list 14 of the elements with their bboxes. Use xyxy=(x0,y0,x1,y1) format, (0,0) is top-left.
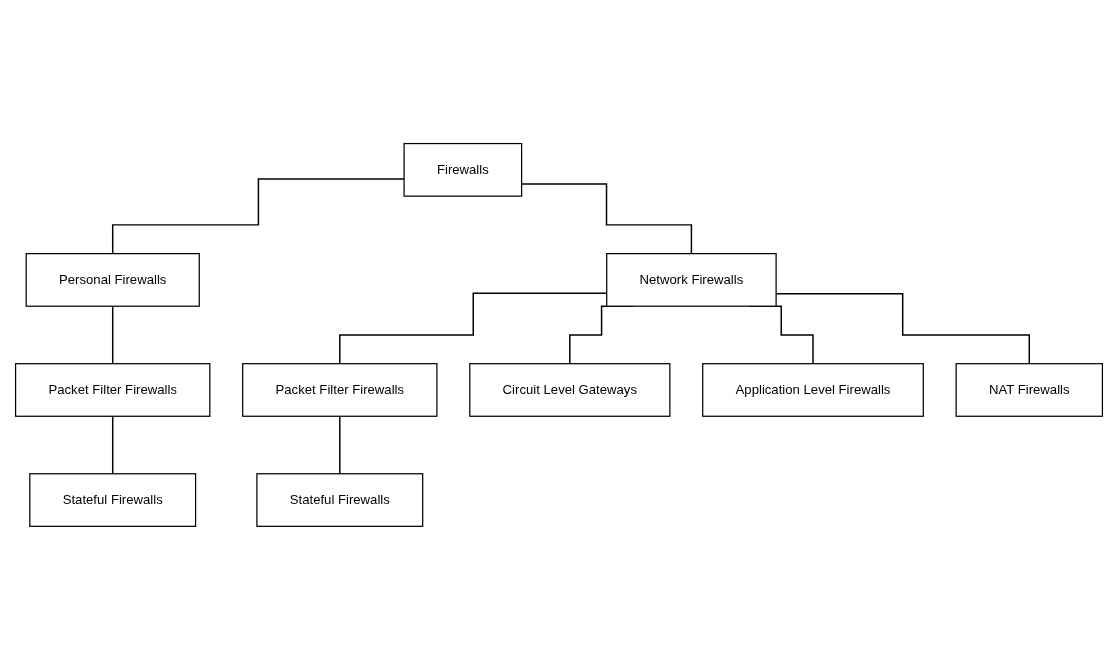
node-box: Application Level Firewalls xyxy=(701,362,924,417)
node-box: NAT Firewalls xyxy=(955,362,1103,417)
connector xyxy=(111,305,113,364)
node-box: Stateful Firewalls xyxy=(255,472,423,527)
connector xyxy=(338,415,341,475)
node-box: Personal Firewalls xyxy=(25,252,200,307)
node-box: Firewalls xyxy=(402,142,522,197)
node-box: Stateful Firewalls xyxy=(28,472,196,527)
node-box: Packet Filter Firewalls xyxy=(241,362,438,417)
connector xyxy=(111,415,113,475)
connector xyxy=(338,292,607,364)
node-box: Network Firewalls xyxy=(605,252,777,307)
node-box: Circuit Level Gateways xyxy=(468,362,670,417)
node-box: Packet Filter Firewalls xyxy=(14,362,210,417)
